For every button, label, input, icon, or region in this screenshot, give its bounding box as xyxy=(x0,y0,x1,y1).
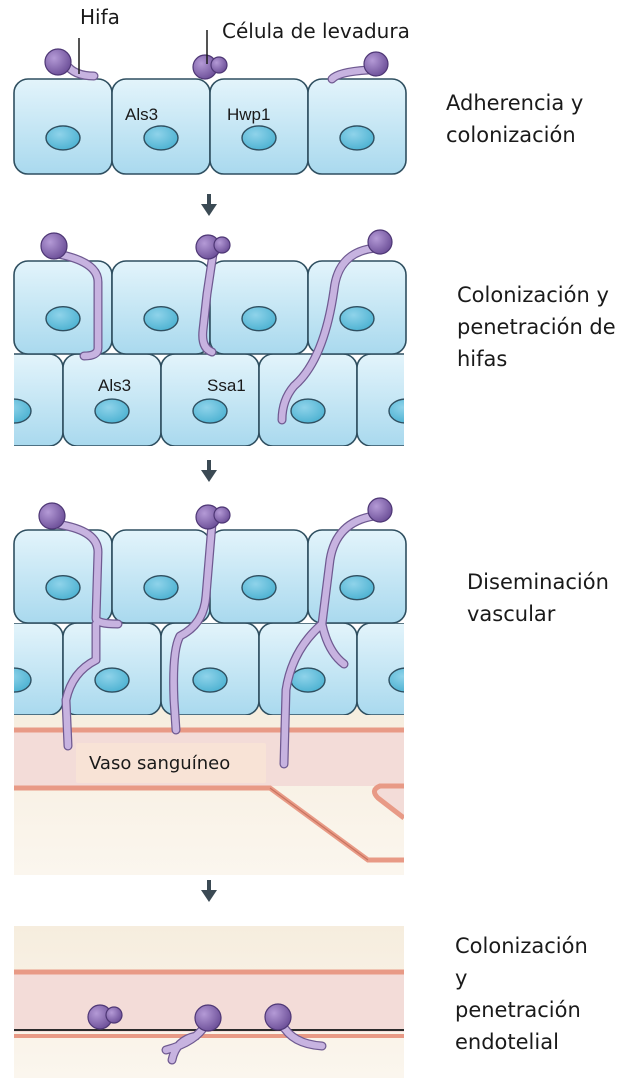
stage-arrow-head xyxy=(201,890,217,902)
vascular-layer xyxy=(14,700,404,875)
hyphal-tip-cell xyxy=(368,498,392,522)
stage-4-caption-line: y xyxy=(455,966,467,990)
stage-arrow-head xyxy=(201,470,217,482)
nucleus xyxy=(95,399,129,423)
nucleus xyxy=(291,399,325,423)
hwp1-label-stage-1: Hwp1 xyxy=(227,105,270,124)
hyphal-tip-cell xyxy=(41,233,67,259)
stage-2-caption-line: hifas xyxy=(457,347,507,371)
nucleus xyxy=(340,126,374,150)
stage-1-adherence xyxy=(14,49,406,174)
levadura-label: Célula de levadura xyxy=(222,19,410,43)
nucleus xyxy=(46,576,80,600)
stage-2-caption-line: Colonización y xyxy=(457,283,609,307)
nucleus xyxy=(242,126,276,150)
stage-3-caption-line: vascular xyxy=(467,602,556,626)
ssa1-label-stage-2: Ssa1 xyxy=(207,376,246,395)
nucleus xyxy=(144,307,178,331)
yeast-bud xyxy=(214,507,230,523)
stage-4-caption-line: penetración xyxy=(455,998,581,1022)
stage-4-endothelial xyxy=(14,926,404,1078)
hyphal-tip-cell xyxy=(39,503,65,529)
stage-1-caption: Adherencia y colonización xyxy=(446,91,590,147)
nucleus xyxy=(291,668,325,692)
stage-2-caption-line: penetración de xyxy=(457,315,616,339)
stage-arrow-head xyxy=(201,204,217,216)
stage-3-caption-line: Diseminación xyxy=(467,570,609,594)
hyphal-tip-cell xyxy=(364,52,388,76)
stage-4-caption-line: Colonización xyxy=(455,934,588,958)
yeast-bud xyxy=(214,237,230,253)
epithelial-cell xyxy=(357,354,455,446)
nucleus xyxy=(144,576,178,600)
nucleus xyxy=(389,399,423,423)
nucleus xyxy=(242,576,276,600)
epithelial-cell xyxy=(357,623,455,715)
stage-3-dissemination: Vaso sanguíneo xyxy=(0,498,455,875)
basal-cell-layer xyxy=(0,354,455,446)
yeast-bud xyxy=(211,57,227,73)
nucleus xyxy=(0,399,31,423)
nucleus xyxy=(340,576,374,600)
nucleus xyxy=(46,307,80,331)
stage-4-caption-line: endotelial xyxy=(455,1030,559,1054)
nucleus xyxy=(340,307,374,331)
nucleus xyxy=(193,399,227,423)
hyphal-tip-cell xyxy=(45,49,71,75)
stage-4-caption: Colonización y penetración endotelial xyxy=(455,934,594,1054)
nucleus xyxy=(0,668,31,692)
stage-2-caption: Colonización y penetración de hifas xyxy=(457,283,622,371)
hyphal-tip-cell xyxy=(195,1005,221,1031)
epithelial-cell xyxy=(0,623,63,715)
als3-label-stage-2: Als3 xyxy=(98,376,131,395)
hifa-label: Hifa xyxy=(80,5,120,29)
nucleus xyxy=(95,668,129,692)
vessel-label: Vaso sanguíneo xyxy=(89,753,230,774)
stage-2-penetration xyxy=(0,230,455,446)
stage-1-caption-line: colonización xyxy=(446,123,576,147)
nucleus xyxy=(193,668,227,692)
hyphal-tip-cell xyxy=(265,1004,291,1030)
stage-3-caption: Diseminación vascular xyxy=(467,570,616,626)
stage-1-caption-line: Adherencia y xyxy=(446,91,583,115)
als3-label-stage-1: Als3 xyxy=(125,105,158,124)
nucleus xyxy=(144,126,178,150)
yeast-bud xyxy=(106,1007,122,1023)
nucleus xyxy=(242,307,276,331)
epithelial-cell xyxy=(0,354,63,446)
nucleus xyxy=(389,668,423,692)
nucleus xyxy=(46,126,80,150)
hyphal-tip-cell xyxy=(368,230,392,254)
